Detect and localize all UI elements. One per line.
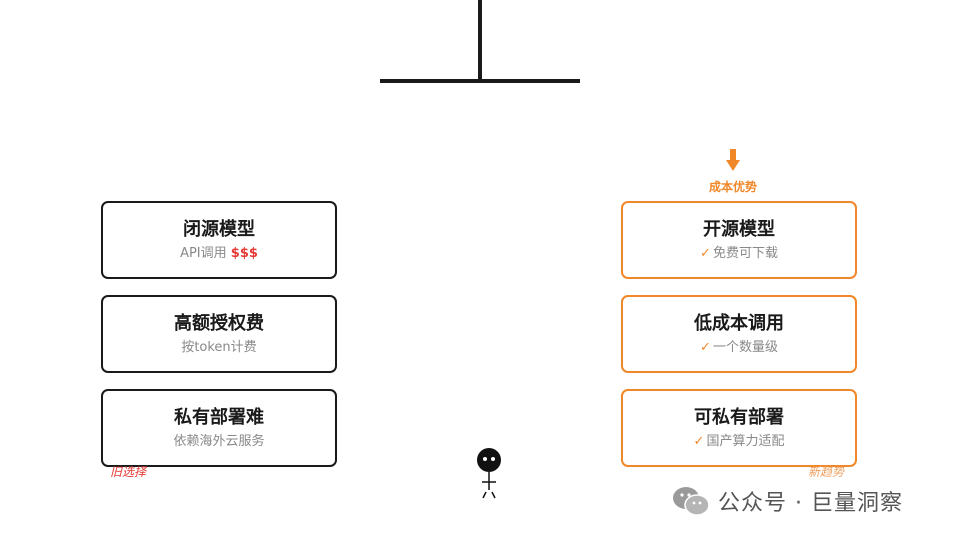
cost-highlight: $$$ — [230, 245, 258, 261]
card-subtitle: ✓国产算力适配 — [694, 434, 785, 450]
card-title: 私有部署难 — [174, 406, 264, 428]
watermark: 公众号 · 巨量洞察 — [672, 484, 903, 518]
check-icon: ✓ — [700, 245, 711, 261]
card-subtitle-text: API调用 — [180, 245, 231, 261]
card-title: 低成本调用 — [694, 312, 784, 334]
card-subtitle: 按token计费 — [181, 339, 257, 355]
open-source-card: 开源模型 ✓免费可下载 — [621, 201, 857, 279]
card-title: 开源模型 — [703, 218, 775, 240]
low-cost-card: 低成本调用 ✓一个数量级 — [621, 295, 857, 373]
card-subtitle: 依赖海外云服务 — [173, 433, 265, 449]
closed-source-card: 闭源模型 API调用 $$$ — [101, 201, 337, 279]
card-subtitle: API调用 $$$ — [180, 246, 258, 262]
private-deploy-card: 可私有部署 ✓国产算力适配 — [621, 389, 857, 467]
card-subtitle: ✓免费可下载 — [700, 246, 778, 262]
cost-advantage-label: 成本优势 — [708, 180, 757, 194]
card-subtitle-text: 免费可下载 — [712, 245, 778, 261]
check-icon: ✓ — [700, 339, 711, 355]
new-trend-tag: 新趋势 — [808, 465, 845, 479]
card-subtitle: ✓一个数量级 — [700, 340, 778, 356]
arrow-down-icon — [726, 149, 740, 171]
check-icon: ✓ — [693, 433, 705, 449]
scale-beam — [380, 79, 580, 83]
card-subtitle-text: 国产算力适配 — [706, 433, 785, 449]
card-subtitle-text: 一个数量级 — [712, 339, 778, 355]
card-title: 高额授权费 — [174, 312, 264, 334]
scale-stem — [478, 0, 482, 82]
watermark-text: 公众号 · 巨量洞察 — [718, 491, 903, 516]
card-title: 可私有部署 — [694, 406, 784, 428]
private-deploy-hard-card: 私有部署难 依赖海外云服务 — [101, 389, 337, 467]
wechat-icon — [673, 487, 710, 516]
card-title: 闭源模型 — [183, 218, 255, 240]
stick-figure-icon — [477, 448, 501, 499]
license-fee-card: 高额授权费 按token计费 — [101, 295, 337, 373]
old-choice-tag: 旧选择 — [110, 465, 147, 479]
